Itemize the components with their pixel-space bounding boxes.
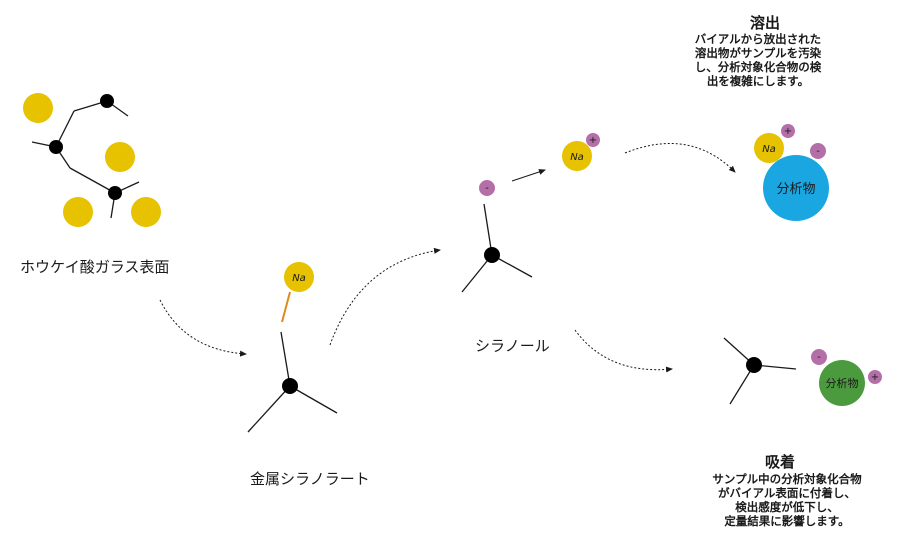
adsorption-description: サンプル中の分析対象化合物 がバイアル表面に付着し、 検出感度が低下し、 定量結… — [712, 472, 862, 528]
leaching-description: バイアルから放出された 溶出物がサンプルを汚染 し、分析対象化合物の検 出を複雑… — [694, 32, 822, 88]
minus-sign: - — [485, 183, 489, 194]
silicon-atom — [282, 378, 298, 394]
analyte-label: 分析物 — [826, 376, 859, 390]
arrow-to-leaching — [624, 143, 736, 173]
sodium-ion — [63, 197, 93, 227]
analyte-molecule — [819, 360, 865, 406]
positive-charge — [781, 124, 795, 138]
sodium-label: Na — [762, 144, 776, 155]
silanolate-bonds — [247, 331, 338, 433]
negative-charge — [479, 180, 495, 196]
analyte-molecule — [763, 155, 829, 221]
arrow-to-metal-silanolate — [159, 299, 247, 357]
silicon-atom — [746, 357, 762, 373]
plus-sign: + — [589, 135, 597, 146]
analyte-label: 分析物 — [776, 182, 815, 197]
adsorption-title: 吸着 — [764, 453, 795, 471]
minus-sign: - — [817, 352, 821, 363]
sodium-ion — [284, 262, 314, 292]
silanol-label: シラノール — [475, 337, 550, 355]
sodium-label: Na — [292, 273, 306, 284]
silanol-bonds — [461, 203, 533, 293]
arrow-to-silanol — [329, 247, 441, 346]
sodium-label: Na — [570, 152, 584, 163]
metal-silanolate-label: 金属シラノラート — [250, 470, 370, 488]
adsorption-group: - 分析物 + — [723, 337, 882, 406]
silicon-atom — [108, 186, 122, 200]
silanol-group: - Na + — [461, 133, 600, 293]
sodium-ion — [754, 133, 784, 163]
silicon-atom — [49, 140, 63, 154]
arrow-sodium-release — [511, 169, 546, 182]
negative-charge — [811, 349, 827, 365]
borosilicate-surface-group — [23, 93, 161, 227]
metal-silanolate-group: Na — [247, 262, 338, 433]
plus-sign: + — [871, 372, 879, 383]
silicon-atom — [484, 247, 500, 263]
leaching-title: 溶出 — [749, 14, 780, 32]
sodium-ion — [131, 197, 161, 227]
minus-sign: - — [816, 146, 820, 157]
borosilicate-surface-label: ホウケイ酸ガラス表面 — [20, 258, 169, 276]
positive-charge — [586, 133, 600, 147]
adsorption-silanol-bonds — [723, 337, 797, 405]
arrow-to-adsorption — [574, 329, 673, 373]
sodium-ion — [562, 141, 592, 171]
sodium-ion — [23, 93, 53, 123]
sodium-oxygen-bond — [281, 291, 291, 323]
silicon-atom — [100, 94, 114, 108]
sodium-ion — [105, 142, 135, 172]
negative-charge — [810, 143, 826, 159]
leaching-group: 分析物 Na + - — [754, 124, 829, 221]
positive-charge — [868, 370, 882, 384]
plus-sign: + — [784, 126, 792, 137]
